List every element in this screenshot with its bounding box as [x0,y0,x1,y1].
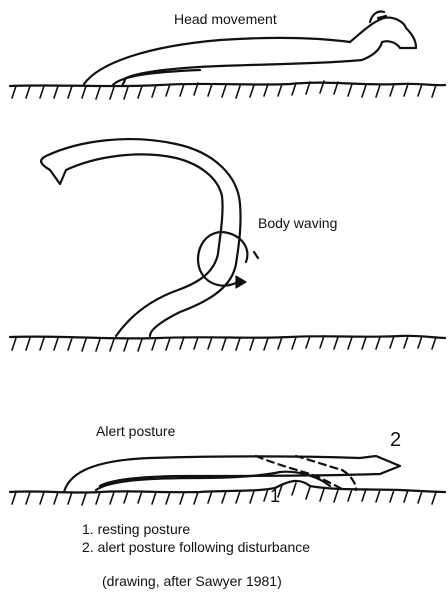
alert-posture-label: Alert posture [96,424,175,438]
worm-alert-posture [64,456,400,492]
head-movement-label: Head movement [174,12,277,26]
alert-marker-2: 2 [390,430,401,450]
worm-body-arched [41,139,240,336]
legend-item-1: 1. resting posture [82,522,190,536]
body-waving-panel [10,139,445,351]
resting-marker-1: 1 [270,487,280,505]
motion-tick [254,252,258,258]
legend-item-2: 2. alert posture following disturbance [82,540,310,554]
rotation-arrowhead [236,276,246,288]
substrate-hatching [12,483,436,505]
figure-caption: (drawing, after Sawyer 1981) [102,574,282,588]
body-waving-label: Body waving [258,216,337,230]
body-waving-rotation-arrow [198,232,247,286]
alert-posture-panel [10,456,445,505]
